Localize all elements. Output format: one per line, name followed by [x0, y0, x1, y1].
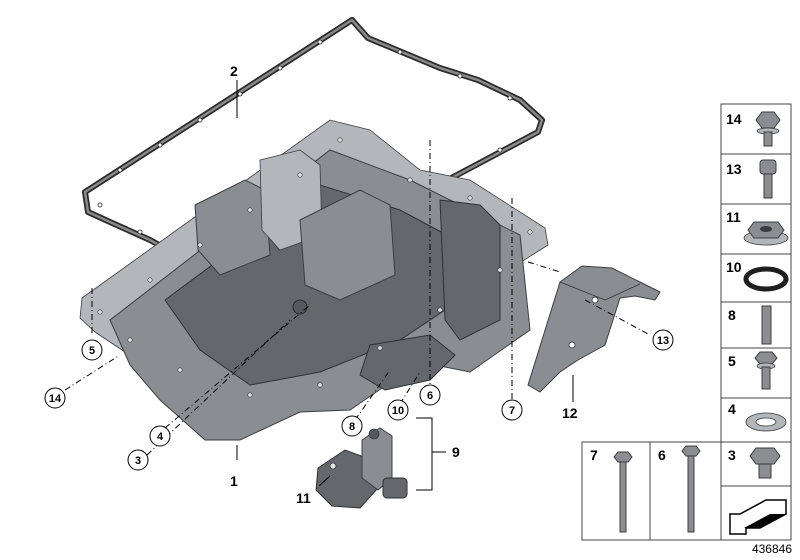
- callout-5: 5: [81, 339, 103, 361]
- legend-cell-arrow[interactable]: [720, 485, 792, 541]
- svg-text:10: 10: [726, 259, 742, 275]
- document-id: 436846: [751, 542, 792, 556]
- svg-text:4: 4: [157, 431, 164, 443]
- oil-level-sensor[interactable]: [315, 427, 408, 509]
- svg-text:7: 7: [590, 447, 598, 463]
- circled-callouts: 5 14 4 3 6 7 13 8 10: [44, 329, 674, 471]
- legend-cell-7[interactable]: 7: [581, 441, 651, 541]
- callout-11: 11: [296, 490, 311, 506]
- svg-text:4: 4: [728, 401, 736, 417]
- legend-cell-13[interactable]: 13: [720, 153, 792, 205]
- legend-cell-6[interactable]: 6: [649, 441, 722, 541]
- legend-cell-14[interactable]: 14: [720, 103, 792, 155]
- svg-text:3: 3: [728, 447, 736, 463]
- callout-2: 2: [230, 63, 238, 79]
- hex-bolt-icon: [754, 351, 778, 390]
- oil-pan[interactable]: [79, 119, 549, 441]
- svg-text:10: 10: [392, 405, 404, 417]
- callout-14: 14: [44, 387, 66, 409]
- callout-10: 10: [387, 399, 409, 421]
- svg-text:13: 13: [657, 335, 669, 347]
- svg-text:5: 5: [728, 353, 736, 369]
- callout-3: 3: [127, 449, 149, 471]
- hex-socket-screw-icon: [759, 159, 777, 199]
- legend-cell-4[interactable]: 4: [720, 397, 792, 443]
- svg-text:6: 6: [658, 447, 666, 463]
- direction-arrow-icon: [729, 499, 787, 535]
- legend-cell-11[interactable]: 11: [720, 203, 792, 255]
- svg-text:5: 5: [89, 345, 95, 357]
- callout-13: 13: [652, 329, 674, 351]
- sealing-washer-icon: [745, 412, 787, 432]
- bracket[interactable]: [527, 265, 661, 393]
- legend-cell-5[interactable]: 5: [720, 347, 792, 399]
- flange-bolt-icon: [755, 111, 781, 147]
- svg-text:3: 3: [135, 455, 141, 467]
- callout-9: 9: [452, 444, 460, 460]
- svg-text:8: 8: [349, 421, 355, 433]
- callout-1: 1: [230, 473, 238, 489]
- svg-text:8: 8: [728, 307, 736, 323]
- drain-plug-icon: [749, 447, 781, 479]
- stud-bolt-icon: [761, 305, 772, 345]
- legend-cell-8[interactable]: 8: [720, 301, 792, 349]
- svg-text:13: 13: [726, 161, 742, 177]
- svg-text:14: 14: [49, 393, 62, 405]
- callout-labels: 2 1 12 9 11: [230, 63, 578, 506]
- svg-text:7: 7: [509, 405, 515, 417]
- callout-6: 6: [419, 384, 441, 406]
- leader-lines: [64, 80, 651, 491]
- callout-12: 12: [562, 405, 578, 421]
- flange-nut-icon: [743, 221, 789, 246]
- callout-7: 7: [501, 399, 523, 421]
- legend-cell-3[interactable]: 3: [720, 441, 792, 487]
- svg-text:14: 14: [726, 111, 742, 127]
- svg-text:6: 6: [427, 390, 433, 402]
- long-bolt-icon: [613, 451, 633, 533]
- callout-8: 8: [341, 415, 363, 437]
- svg-text:11: 11: [726, 209, 741, 225]
- parts-legend: 14 13 11: [581, 103, 792, 541]
- legend-cell-10[interactable]: 10: [720, 253, 792, 303]
- long-bolt-icon: [681, 445, 701, 533]
- callout-4: 4: [149, 425, 171, 447]
- o-ring-icon: [743, 266, 789, 292]
